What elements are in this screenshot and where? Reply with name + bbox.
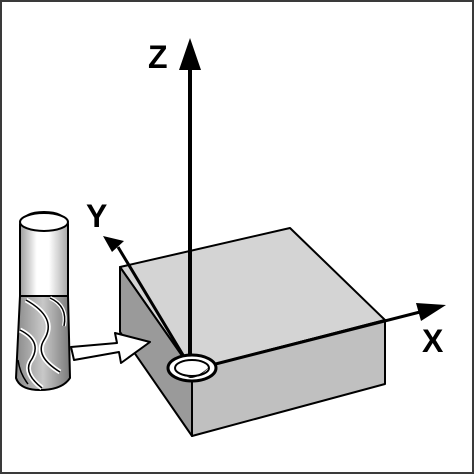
y-axis: Y	[86, 198, 194, 371]
x-axis: X	[191, 303, 446, 372]
end-mill-icon	[15, 211, 71, 391]
z-axis: Z	[148, 38, 201, 368]
datum-hole-icon	[166, 353, 218, 383]
x-axis-arrowhead	[416, 303, 446, 321]
z-axis-label: Z	[148, 39, 168, 75]
x-axis-label: X	[422, 323, 444, 359]
y-axis-arrowhead	[103, 236, 124, 252]
feed-arrow-icon	[70, 332, 151, 364]
y-axis-label: Y	[86, 198, 107, 234]
z-axis-arrowhead	[179, 38, 201, 70]
